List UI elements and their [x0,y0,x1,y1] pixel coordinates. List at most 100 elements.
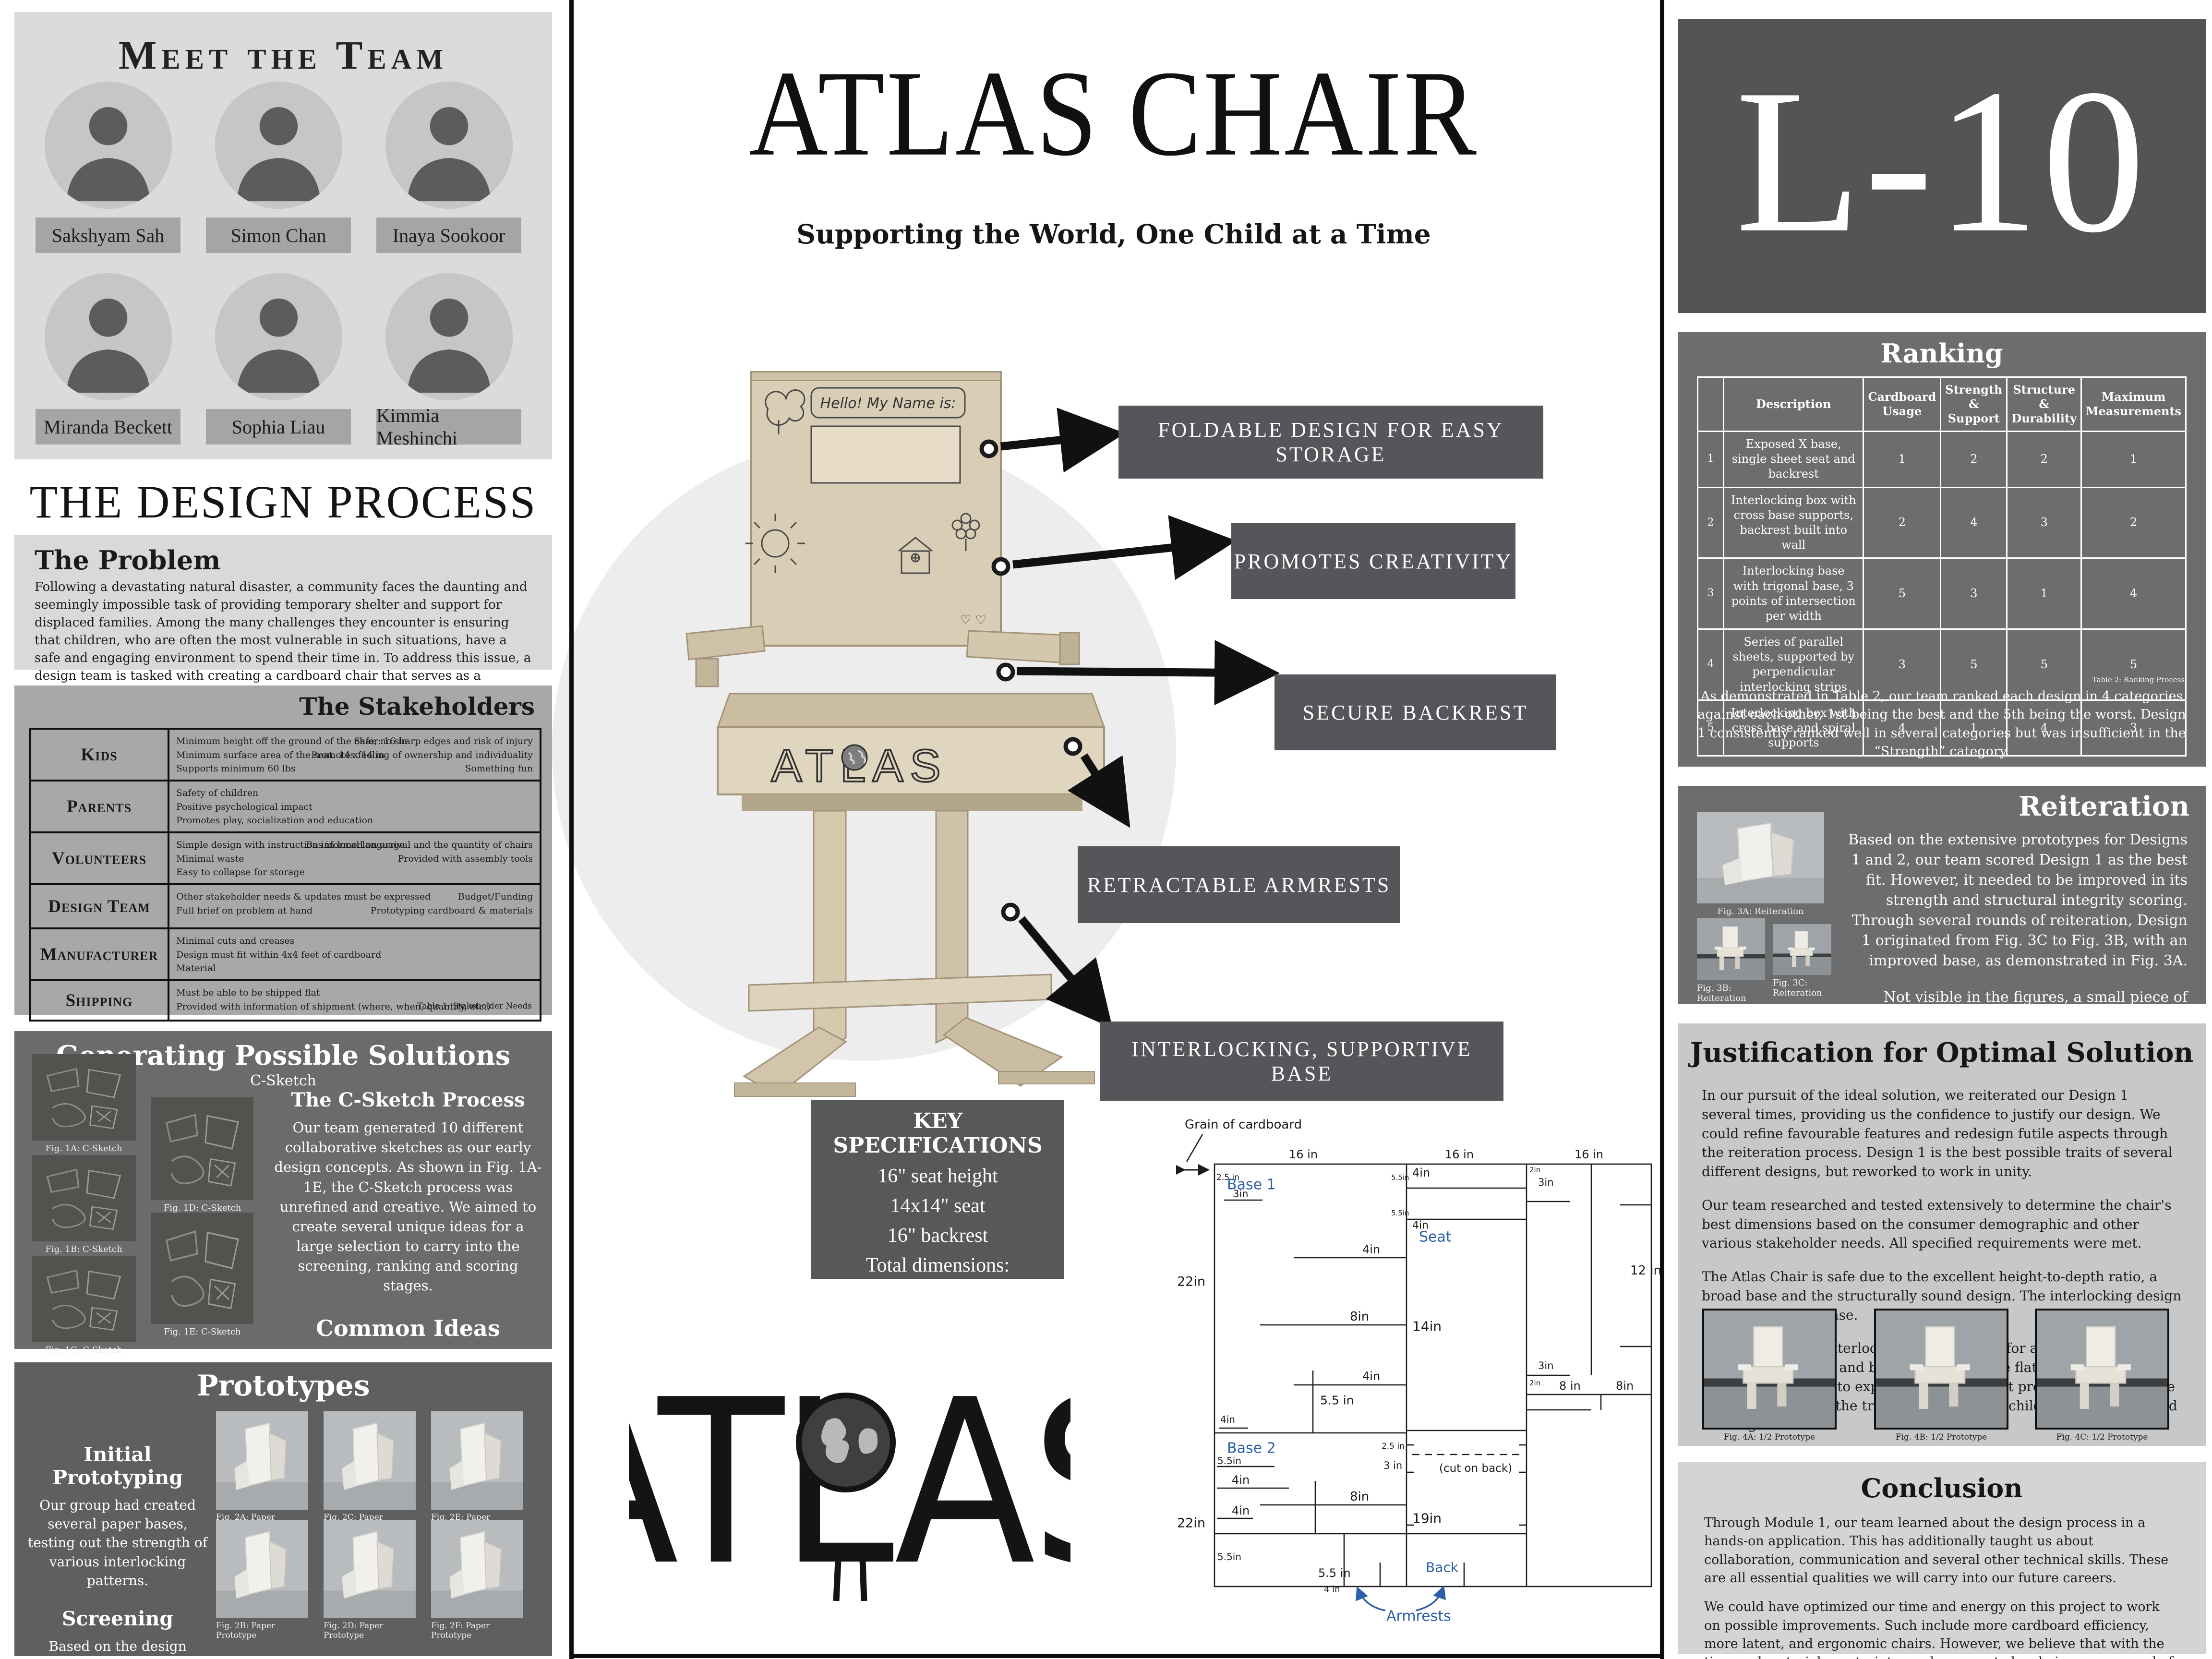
conclusion-paragraph: Through Module 1, our team learned about… [1704,1515,2169,1586]
figure-1b: Fig. 1B: C-Sketch [32,1155,136,1254]
figure-1d: Fig. 1D: C-Sketch [151,1097,253,1213]
key-spec: 16" seat height [878,1165,998,1187]
dimension-label: 5.5 in [1320,1393,1354,1407]
key-spec: 14x14" seat [890,1195,986,1217]
team-title: Meet the Team [118,33,448,78]
dimension-label: Grain of cardboard [1185,1118,1302,1132]
figure-2a: Fig. 2A: Paper Prototype [216,1411,308,1532]
team-member: Sophia Liau [199,273,358,445]
sketch-photo [32,1256,136,1342]
dimension-label: 4in [1232,1473,1250,1487]
figure-1e: Fig. 1E: C-Sketch [151,1213,253,1337]
chair-photo: Hello! My Name is: ♡ ♡ ATLAS [552,371,1176,1097]
prototype-photo [324,1520,416,1618]
figure-caption: Fig. 4B: 1/2 Prototype [1895,1432,1987,1442]
solutions-subtitle: C-Sketch [250,1072,316,1089]
initial-prototyping-body: Our group had created several paper base… [28,1497,207,1588]
figure-caption: Fig. 3C: Reiteration [1773,978,1822,998]
poster-subtitle: Supporting the World, One Child at a Tim… [796,218,1431,250]
prototypes-title: Prototypes [196,1369,370,1403]
figure-4c: Fig. 4C: 1/2 Prototype [2035,1309,2169,1442]
figure-caption: Fig. 1B: C-Sketch [45,1244,122,1254]
justification-paragraph: In our pursuit of the ideal solution, we… [1702,1087,2173,1179]
figure-1c: Fig. 1C: C-Sketch [32,1256,136,1355]
team-id: L-10 [1735,47,2148,276]
team-member: Inaya Sookoor [370,82,528,253]
figure-2f: Fig. 2F: Paper Prototype [431,1520,523,1640]
ranking-header: Strength & Support [1940,376,2008,432]
svg-text:♡ ♡: ♡ ♡ [960,613,986,627]
key-specifications: KEY SPECIFICATIONS 16" seat height 14x14… [811,1100,1064,1306]
dimension-label: 22in [1177,1274,1205,1289]
solutions-section: Generating Possible Solutions C-Sketch F… [14,1031,552,1477]
prototype-photo [1874,1309,2008,1430]
prototype-photo [431,1411,523,1510]
csketch-process-body: Our team generated 10 different collabor… [274,1119,542,1294]
figure-caption: Fig. 1E: C-Sketch [164,1327,241,1337]
problem-title: The Problem [35,545,221,576]
member-photo [385,273,513,400]
ranking-header: Structure & Durability [2006,376,2082,432]
justification-section: Justification for Optimal Solution In ou… [1678,1023,2206,1446]
prototypes-section: Prototypes Initial Prototyping Our group… [14,1362,552,1659]
csketch-process-title: The C-Sketch Process [291,1089,525,1111]
problem-section: The Problem Following a devastating natu… [14,535,552,718]
sketch-photo [151,1097,253,1200]
figure-3a: Fig. 3A: Reiteration [1697,812,1824,916]
reiteration-photo [1697,812,1824,903]
dimension-label: 5.5 in [1318,1566,1351,1580]
dimension-label: 3in [1538,1177,1554,1188]
dimension-label: 2.5 in [1216,1173,1239,1182]
figure-caption: Fig. 1A: C-Sketch [45,1143,122,1154]
dimension-label: 3 in [1383,1460,1403,1471]
dimension-label: 19in [1412,1510,1442,1527]
reiteration-photo [1697,918,1765,980]
sketch-photo [32,1155,136,1241]
anchor-dot [1001,902,1020,922]
figure-4b: Fig. 4B: 1/2 Prototype [1874,1309,2008,1442]
figure-3c: Fig. 3C: Reiteration [1773,924,1831,998]
dimension-label: 3in [1538,1360,1554,1371]
member-name: Simon Chan [206,217,351,253]
member-photo [44,82,172,209]
anchor-dot [991,557,1010,576]
dimension-label: 16 in [1575,1148,1604,1161]
dimension-label: 4in [1362,1370,1381,1383]
panel-divider [569,0,574,1659]
poster-title: ATLAS CHAIR [749,46,1479,181]
dimension-label: 5.5in [1217,1551,1242,1563]
key-spec: Total dimensions: [866,1254,1010,1276]
prototype-photo [324,1411,416,1510]
callout-base: INTERLOCKING, SUPPORTIVE BASE [1100,1022,1503,1101]
justification-title: Justification for Optimal Solution [1690,1037,2194,1069]
dimension-label: 8in [1350,1310,1370,1324]
figure-caption: Fig. 3A: Reiteration [1717,906,1804,916]
reiteration-paragraph: Based on the extensive prototypes for De… [1848,831,2188,969]
dimension-label: 4in [1362,1243,1381,1256]
figure-3b: Fig. 3B: Reiteration [1697,918,1765,1003]
design-process-title: THE DESIGN PROCESS [29,476,537,528]
stakeholder-label: Manufacturer [31,929,169,979]
dimension-label: 4in [1412,1166,1431,1179]
panel-divider [1660,0,1664,1659]
dimension-label: 4in [1220,1414,1235,1425]
figure-2c: Fig. 2C: Paper Prototype [324,1411,416,1532]
dimension-label: 2in [1529,1166,1541,1174]
figure-caption: Fig. 3B: Reiteration [1697,983,1746,1003]
ranking-header: Maximum Measurements [2080,376,2187,432]
dimension-label: 2in [1529,1379,1541,1387]
dimension-label: 16 in [1289,1148,1318,1161]
callout-foldable: FOLDABLE DESIGN FOR EASY STORAGE [1118,406,1543,479]
team-id-banner: L-10 [1678,19,2206,313]
stakeholder-label: Parents [31,781,169,831]
dimension-label: 5.5in [1391,1209,1409,1217]
